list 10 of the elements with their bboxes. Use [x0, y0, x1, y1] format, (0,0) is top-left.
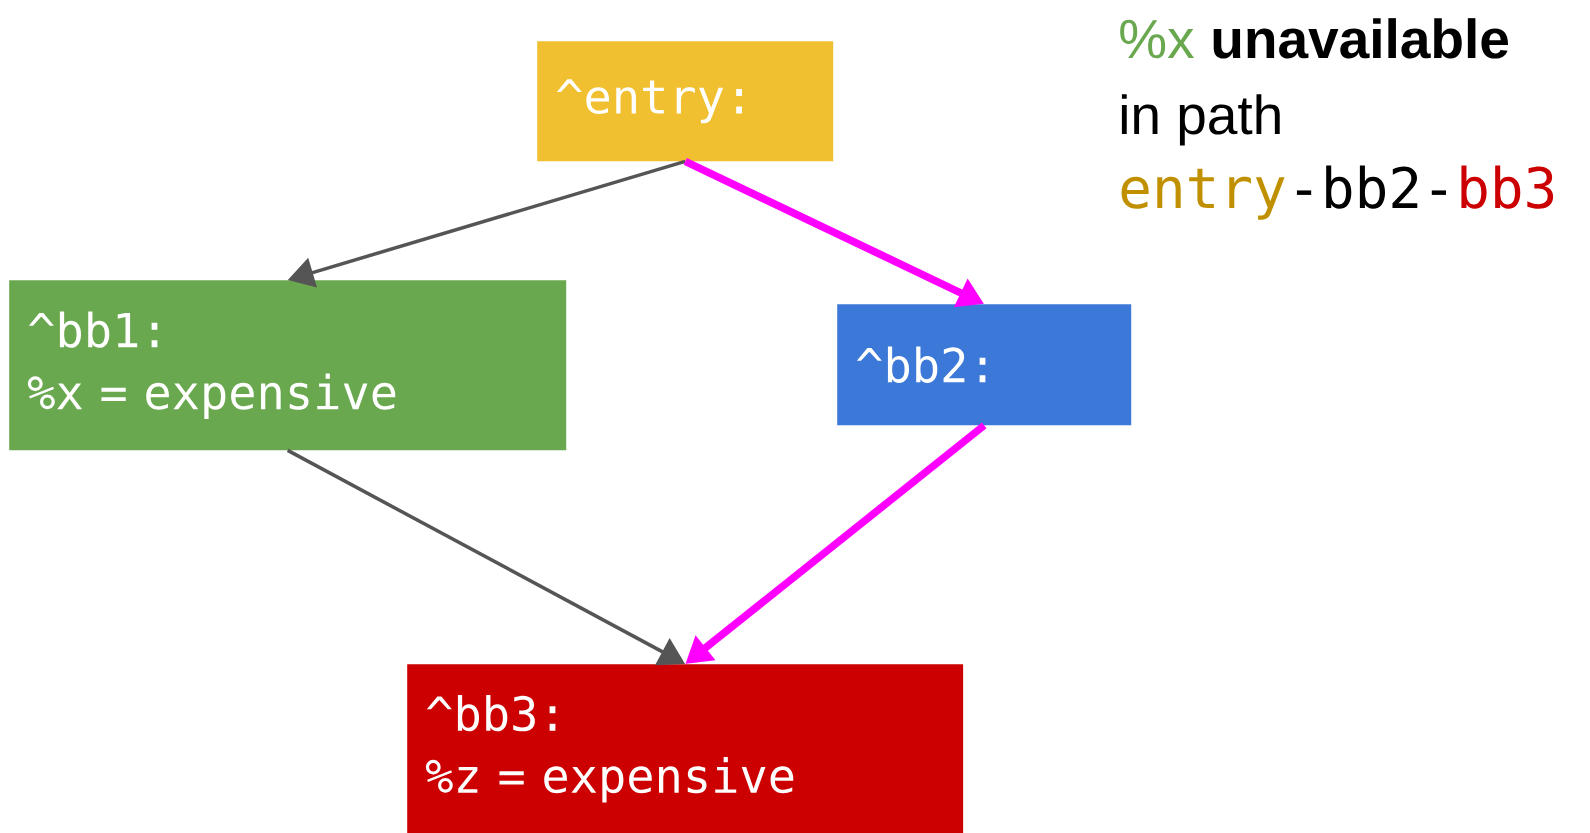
note-text: %x	[1120, 19, 1194, 59]
process-box: ^bb2:	[837, 304, 1132, 426]
process-box: ^entry:	[537, 41, 834, 162]
process-box: ^bb1: %x = expensive	[9, 280, 567, 451]
note-text: in path	[1121, 94, 1280, 146]
note-text: -bb2-	[1296, 165, 1446, 209]
process-box: ^bb3: %z = expensive	[407, 664, 964, 833]
note-text: unavailable	[1213, 18, 1508, 59]
note-text: entry	[1121, 168, 1285, 220]
note-text: bb3	[1461, 165, 1554, 209]
